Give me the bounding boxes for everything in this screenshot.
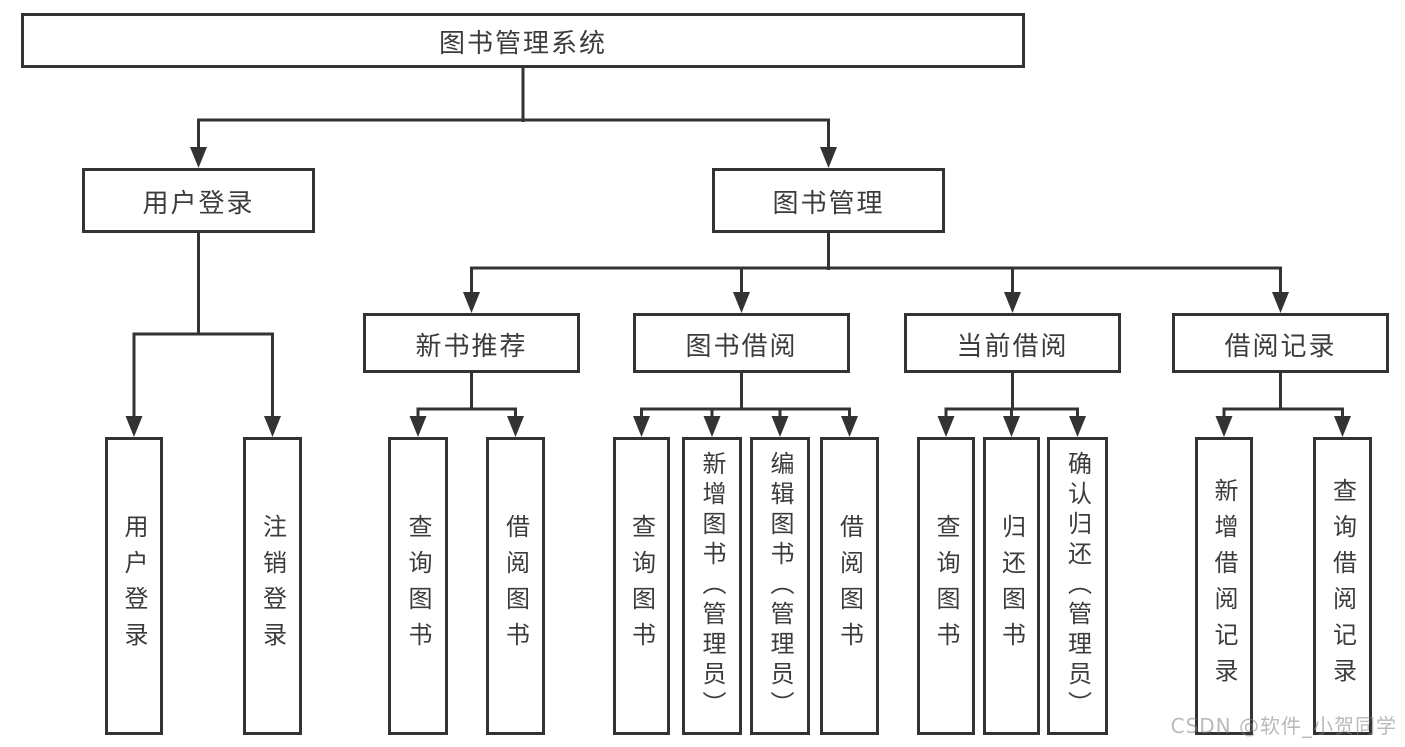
node-label: 确认归还（管理员）	[1063, 451, 1092, 721]
leaf-borrow-books: 借阅图书	[820, 437, 879, 735]
node-label: 新增借阅记录	[1210, 478, 1238, 694]
leaf-query-books-borrowing: 查询图书	[613, 437, 670, 735]
node-label: 查询图书	[932, 514, 960, 658]
csdn-watermark: CSDN @软件_小贺同学	[1170, 714, 1397, 738]
node-current-borrowing: 当前借阅	[904, 313, 1121, 373]
leaf-query-books-recommend: 查询图书	[388, 437, 448, 735]
leaf-add-book-admin: 新增图书（管理员）	[682, 437, 742, 735]
node-label: 借阅图书	[501, 514, 530, 658]
node-label: 新书推荐	[415, 331, 528, 362]
leaf-confirm-return-admin: 确认归还（管理员）	[1047, 437, 1108, 735]
node-label: 借阅记录	[1224, 331, 1337, 362]
node-root: 图书管理系统	[21, 13, 1025, 68]
node-borrow-records: 借阅记录	[1172, 313, 1389, 373]
node-label: 查询图书	[627, 514, 656, 658]
leaf-borrow-books-recommend: 借阅图书	[486, 437, 545, 735]
node-label: 用户登录	[120, 514, 148, 658]
node-label: 编辑图书（管理员）	[766, 451, 794, 721]
leaf-user-login: 用户登录	[105, 437, 163, 735]
node-label: 归还图书	[997, 514, 1026, 658]
node-label: 当前借阅	[956, 331, 1069, 362]
node-label: 图书管理	[772, 189, 885, 219]
leaf-return-book: 归还图书	[983, 437, 1040, 735]
leaf-add-borrow-record: 新增借阅记录	[1195, 437, 1253, 735]
leaf-query-borrow-record: 查询借阅记录	[1313, 437, 1372, 735]
node-label: 查询借阅记录	[1328, 478, 1357, 694]
node-label: 新增图书（管理员）	[698, 451, 726, 721]
node-new-book-recommend: 新书推荐	[363, 313, 580, 373]
leaf-logout: 注销登录	[243, 437, 302, 735]
node-label: 用户登录	[142, 189, 255, 219]
leaf-query-books-current: 查询图书	[917, 437, 975, 735]
node-label: 查询图书	[404, 514, 432, 658]
leaf-edit-book-admin: 编辑图书（管理员）	[750, 437, 810, 735]
node-label: 图书借阅	[685, 331, 798, 362]
node-book-management: 图书管理	[712, 168, 945, 233]
node-user-login: 用户登录	[82, 168, 315, 233]
node-book-borrowing: 图书借阅	[633, 313, 850, 373]
node-label: 图书管理系统	[438, 29, 607, 59]
node-label: 借阅图书	[835, 514, 864, 658]
node-label: 注销登录	[258, 514, 287, 658]
